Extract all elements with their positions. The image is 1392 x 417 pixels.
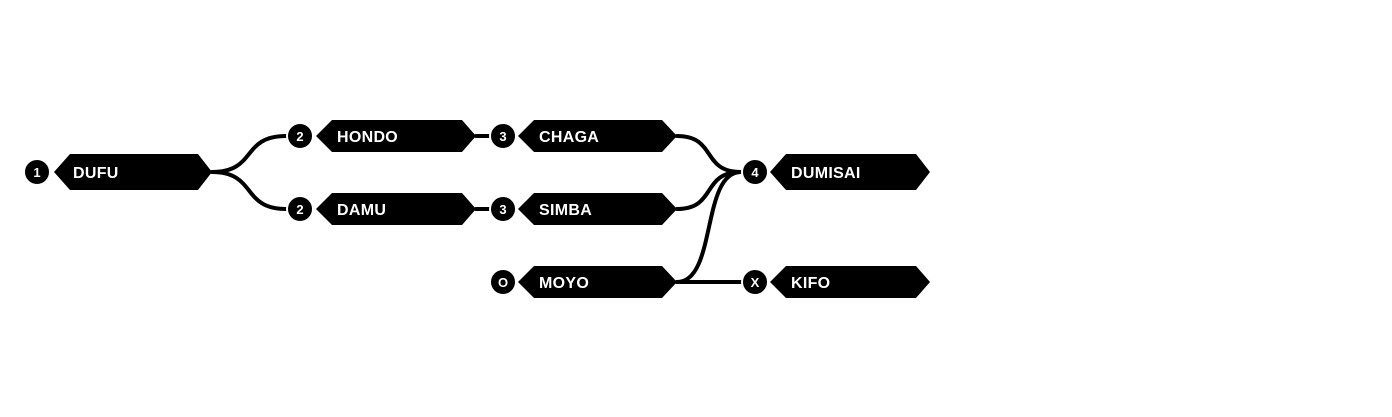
node-simba[interactable]: 3 SIMBA — [489, 193, 677, 225]
node-moyo[interactable]: O MOYO — [489, 266, 677, 298]
edge-layer — [210, 134, 743, 284]
node-badge — [489, 195, 517, 223]
node-label-box — [770, 154, 930, 190]
node-dufu[interactable]: 1 DUFU — [23, 154, 212, 190]
edge-chaga-dumisai — [675, 134, 743, 174]
node-label-box — [518, 266, 677, 298]
node-label-box — [518, 120, 677, 152]
edge-dufu-damu — [210, 170, 288, 211]
node-label-box — [54, 154, 212, 190]
node-kifo[interactable]: X KIFO — [741, 266, 930, 298]
node-label-box — [770, 266, 930, 298]
node-badge-text: 2 — [296, 202, 303, 217]
node-chaga[interactable]: 3 CHAGA — [489, 120, 677, 152]
node-badge — [489, 268, 517, 296]
node-badge — [489, 122, 517, 150]
node-badge — [286, 122, 314, 150]
node-damu[interactable]: 2 DAMU — [286, 193, 476, 225]
node-badge-text: 3 — [499, 202, 506, 217]
node-label: MOYO — [539, 275, 589, 292]
node-label: DUFU — [73, 165, 119, 182]
node-hondo[interactable]: 2 HONDO — [286, 120, 476, 152]
node-label-box — [316, 120, 476, 152]
edge-dufu-hondo — [210, 134, 288, 174]
node-label: KIFO — [791, 275, 830, 292]
node-badge — [23, 158, 51, 186]
node-label-box — [518, 193, 677, 225]
node-label: DAMU — [337, 202, 386, 219]
node-badge — [741, 268, 769, 296]
node-label: HONDO — [337, 129, 398, 146]
node-dumisai[interactable]: 4 DUMISAI — [741, 154, 930, 190]
node-label-box — [316, 193, 476, 225]
node-badge-text: 3 — [499, 129, 506, 144]
node-badge-text: X — [751, 275, 760, 290]
node-badge-text: 1 — [33, 165, 40, 180]
node-badge-text: 4 — [751, 165, 759, 180]
node-badge — [741, 158, 769, 186]
edge-moyo-dumisai — [675, 170, 743, 284]
node-badge-text: 2 — [296, 129, 303, 144]
node-badge — [286, 195, 314, 223]
edge-simba-dumisai — [675, 170, 743, 211]
node-badge-text: O — [498, 275, 508, 290]
node-label: DUMISAI — [791, 165, 861, 182]
node-label: CHAGA — [539, 129, 599, 146]
node-label: SIMBA — [539, 202, 592, 219]
